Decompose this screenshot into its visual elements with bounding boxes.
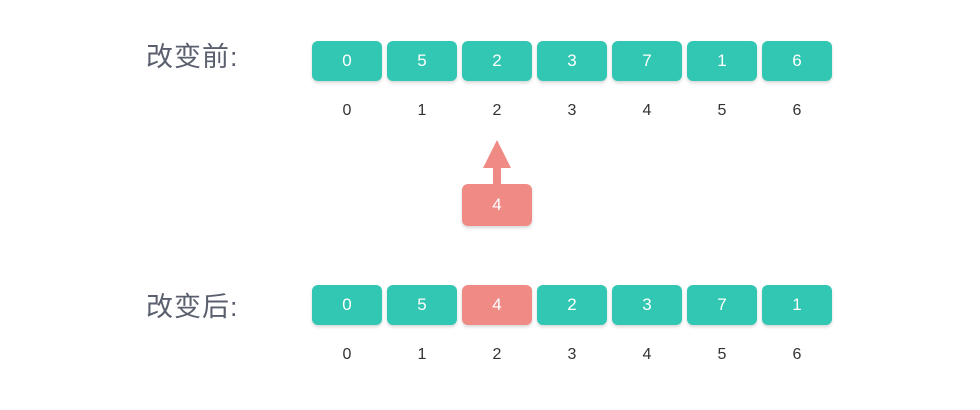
index-label: 5 bbox=[717, 346, 727, 363]
insert-marker: 4 bbox=[462, 138, 532, 228]
array-cell: 0 bbox=[312, 41, 382, 81]
index-label: 3 bbox=[567, 346, 577, 363]
index-label: 0 bbox=[342, 346, 352, 363]
array-cell: 6 bbox=[762, 41, 832, 81]
index-label: 4 bbox=[642, 102, 652, 119]
index-label: 5 bbox=[717, 102, 727, 119]
index-label: 6 bbox=[792, 102, 802, 119]
array-cell: 2 bbox=[537, 285, 607, 325]
array-cell: 1 bbox=[687, 41, 757, 81]
index-label: 1 bbox=[417, 346, 427, 363]
index-row-after: 0 1 2 3 4 5 6 bbox=[312, 345, 832, 365]
array-cell: 0 bbox=[312, 285, 382, 325]
array-cell: 7 bbox=[612, 41, 682, 81]
array-cell: 2 bbox=[462, 41, 532, 81]
array-cell: 3 bbox=[537, 41, 607, 81]
index-label: 2 bbox=[492, 346, 502, 363]
array-cell: 7 bbox=[687, 285, 757, 325]
index-row-before: 0 1 2 3 4 5 6 bbox=[312, 101, 832, 121]
row-label-before: 改变前: bbox=[146, 42, 239, 72]
index-label: 6 bbox=[792, 346, 802, 363]
row-label-after: 改变后: bbox=[146, 292, 239, 322]
array-cell: 1 bbox=[762, 285, 832, 325]
index-label: 4 bbox=[642, 346, 652, 363]
array-cell: 4 bbox=[462, 285, 532, 325]
arrow-up-icon bbox=[483, 140, 511, 185]
index-label: 3 bbox=[567, 102, 577, 119]
array-cell: 5 bbox=[387, 285, 457, 325]
index-label: 1 bbox=[417, 102, 427, 119]
index-label: 2 bbox=[492, 102, 502, 119]
insert-value-cell: 4 bbox=[462, 184, 532, 226]
array-cell: 5 bbox=[387, 41, 457, 81]
array-cell: 3 bbox=[612, 285, 682, 325]
index-label: 0 bbox=[342, 102, 352, 119]
